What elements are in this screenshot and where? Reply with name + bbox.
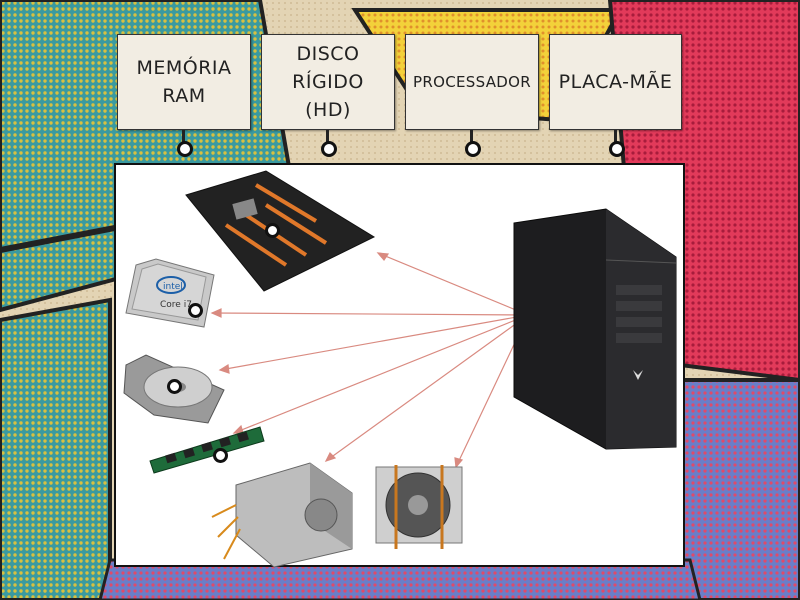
label-card-placa-mae[interactable]: PLACA-MÃE: [549, 34, 682, 130]
drop-target-cpu[interactable]: [188, 303, 203, 318]
label-text: PLACA-MÃE: [558, 71, 673, 93]
arrowhead: [376, 252, 390, 261]
arrowhead: [218, 363, 230, 374]
power-supply-image: [211, 462, 353, 568]
label-text: MEMÓRIA RAM: [136, 57, 232, 107]
cpu-image: intel Core i7: [125, 258, 215, 328]
drop-target-motherboard[interactable]: [265, 223, 280, 238]
arrowhead: [210, 308, 222, 318]
arrow-to-motherboard: [377, 252, 529, 316]
arrowhead: [454, 457, 464, 469]
label-stem: [614, 130, 617, 142]
arrow-group: [210, 252, 529, 469]
label-card-processador[interactable]: PROCESSADOR: [405, 34, 539, 130]
arrow-to-psu: [325, 314, 529, 462]
label-text: PROCESSADOR: [413, 73, 531, 91]
label-pin[interactable]: [321, 141, 337, 157]
motherboard-image: [185, 170, 376, 292]
ram-module-image: [149, 426, 265, 474]
cpu-cooler-image: [375, 465, 463, 549]
drop-target-ram[interactable]: [213, 448, 228, 463]
cpu-model: Core i7: [160, 300, 192, 310]
label-card-memoria-ram[interactable]: MEMÓRIA RAM: [117, 34, 251, 130]
arrowhead: [324, 451, 337, 463]
drop-target-hard-disk[interactable]: [167, 379, 182, 394]
arrow-to-hd: [219, 314, 529, 371]
label-pin[interactable]: [177, 141, 193, 157]
label-stem: [326, 130, 329, 142]
arrow-to-ram: [233, 314, 529, 434]
label-card-disco-rigido[interactable]: DISCO RÍGIDO (HD): [261, 34, 395, 130]
label-pin[interactable]: [609, 141, 625, 157]
label-stem: [182, 130, 185, 142]
diagram-svg: intel Core i7: [123, 170, 677, 568]
label-pin[interactable]: [465, 141, 481, 157]
cpu-brand: intel: [163, 282, 183, 292]
arrowhead: [232, 424, 244, 434]
label-text: DISCO RÍGIDO (HD): [292, 43, 364, 121]
label-stem: [470, 130, 473, 142]
pc-tower-image: [513, 208, 677, 450]
diagram-board: intel Core i7: [114, 163, 685, 568]
arrow-to-cpu: [211, 312, 529, 316]
